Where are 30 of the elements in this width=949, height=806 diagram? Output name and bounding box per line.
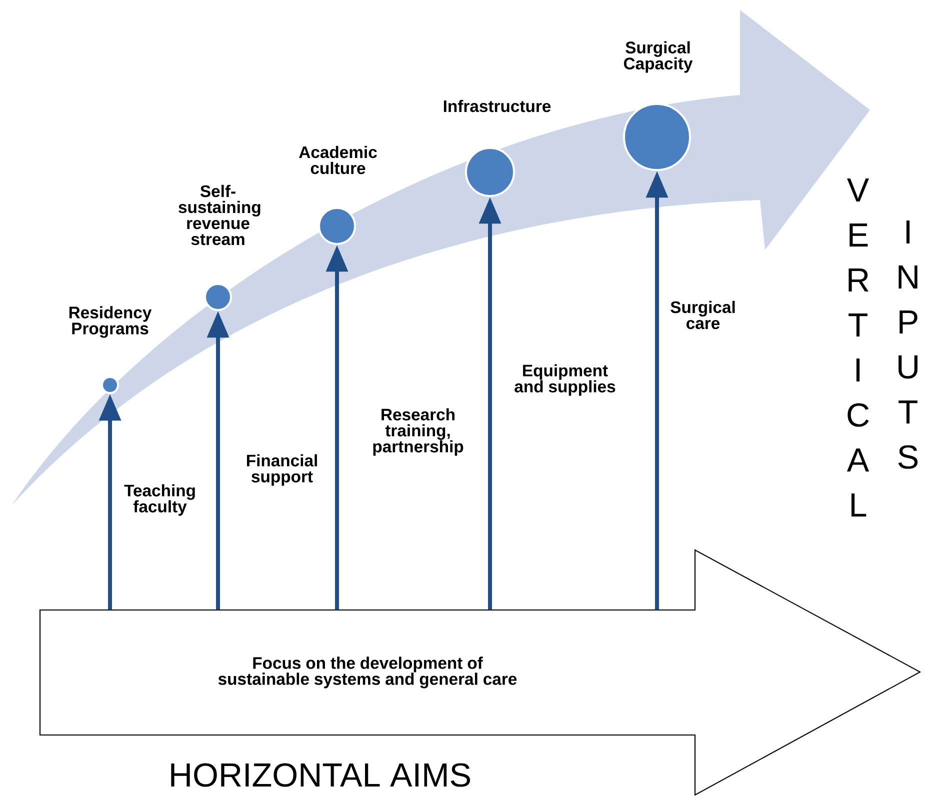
letter: U [898,355,918,379]
circle [465,147,515,197]
edge-label: Equipment and supplies [514,364,616,396]
circle-label: Residency Programs [69,306,152,338]
letter: R [848,268,868,292]
edge-label: Financial support [247,454,317,486]
edge-label: Research training, partnership [373,408,464,456]
edge-label: Surgical care [670,300,735,330]
letter: V [847,178,869,202]
letter: C [848,403,869,427]
letter: N [898,266,918,288]
letter: I [906,220,910,244]
circle [318,207,356,245]
circle [623,103,691,171]
letter: I [856,358,860,382]
letter: T [848,314,868,336]
circle-label: Self-sustaining revenue stream [178,184,260,246]
letter: T [898,400,918,424]
caption-text: HORIZONTAL AIMS [171,763,470,787]
circle-label: Academic culture [299,146,377,174]
circle [101,376,119,394]
circle-label: Infrastructure [444,100,551,112]
letter: A [846,448,870,472]
letter: E [850,224,868,246]
letter: S [898,445,918,469]
edge-label: Teaching faculty [124,484,195,516]
circle-label: Surgical Capacity [624,41,693,73]
circle [204,283,232,311]
letter: P [900,310,918,334]
letter: L [851,494,866,516]
